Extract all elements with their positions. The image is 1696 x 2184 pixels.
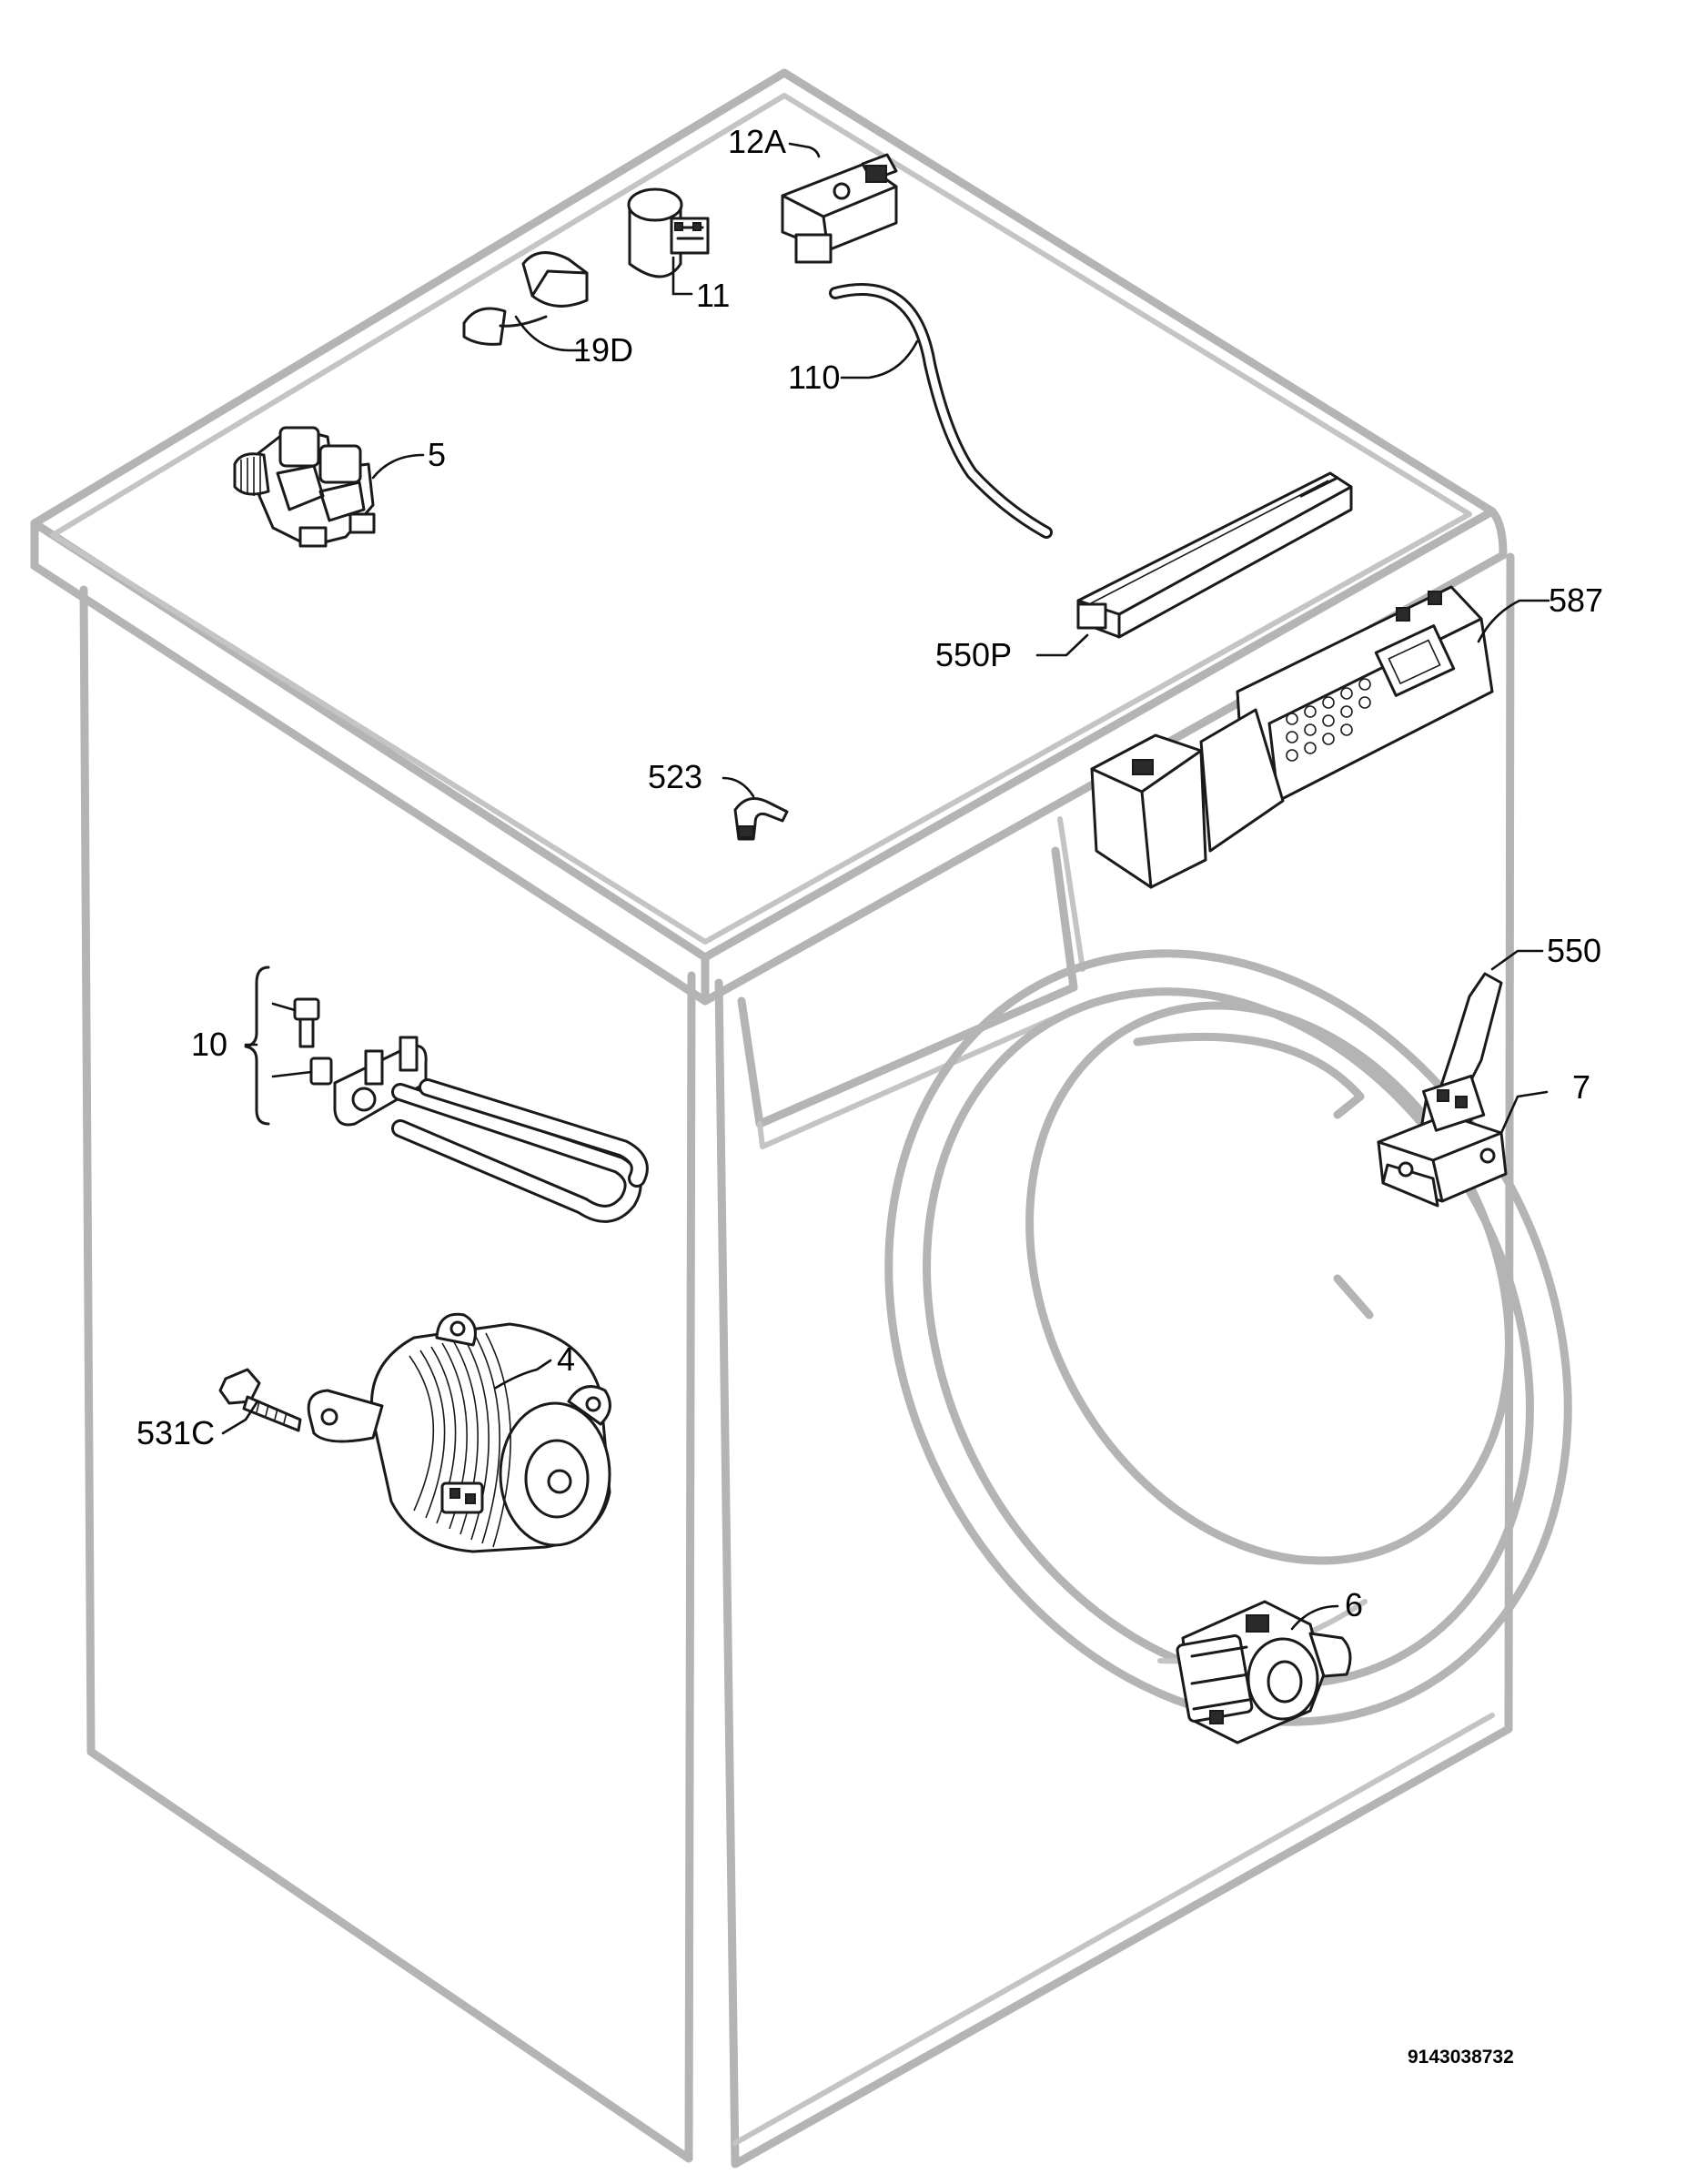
callout-550: 550 xyxy=(1547,932,1601,969)
programmer-cover-550P xyxy=(1076,471,1353,639)
callout-550P: 550P xyxy=(935,636,1012,673)
drain-pump-6 xyxy=(1176,1600,1352,1744)
callout-531C: 531C xyxy=(136,1414,215,1451)
callout-11: 11 xyxy=(696,277,730,314)
pressure-hose-110 xyxy=(829,283,1053,539)
callout-6: 6 xyxy=(1345,1586,1363,1623)
callout-5: 5 xyxy=(428,436,446,473)
inlet-valve-5 xyxy=(233,426,376,548)
leader-lines xyxy=(221,142,1550,1631)
door-interlock-7 xyxy=(1377,1074,1508,1208)
electronic-module-587 xyxy=(1090,585,1494,889)
callout-labels: 12A 11 19D 110 5 550P 587 523 550 10 7 4… xyxy=(136,123,1603,2068)
callout-110: 110 xyxy=(788,359,840,396)
clip-523 xyxy=(733,797,789,841)
machine-cabinet-outline xyxy=(30,68,1572,2169)
bolt-531C xyxy=(218,1368,302,1432)
drawing-number: 9143038732 xyxy=(1408,2047,1514,2068)
callout-10: 10 xyxy=(191,1026,227,1063)
callout-523: 523 xyxy=(648,758,702,795)
pressure-switch-12A xyxy=(781,153,898,264)
cable-grommet-19D xyxy=(462,251,589,346)
callout-12A: 12A xyxy=(728,123,786,160)
callout-7: 7 xyxy=(1572,1068,1590,1106)
callout-19D: 19D xyxy=(573,331,633,369)
motor-4 xyxy=(307,1312,611,1553)
callout-587: 587 xyxy=(1549,581,1603,619)
suppressor-11 xyxy=(627,187,710,278)
callout-4: 4 xyxy=(557,1340,575,1378)
heating-element-10 xyxy=(244,966,649,1223)
